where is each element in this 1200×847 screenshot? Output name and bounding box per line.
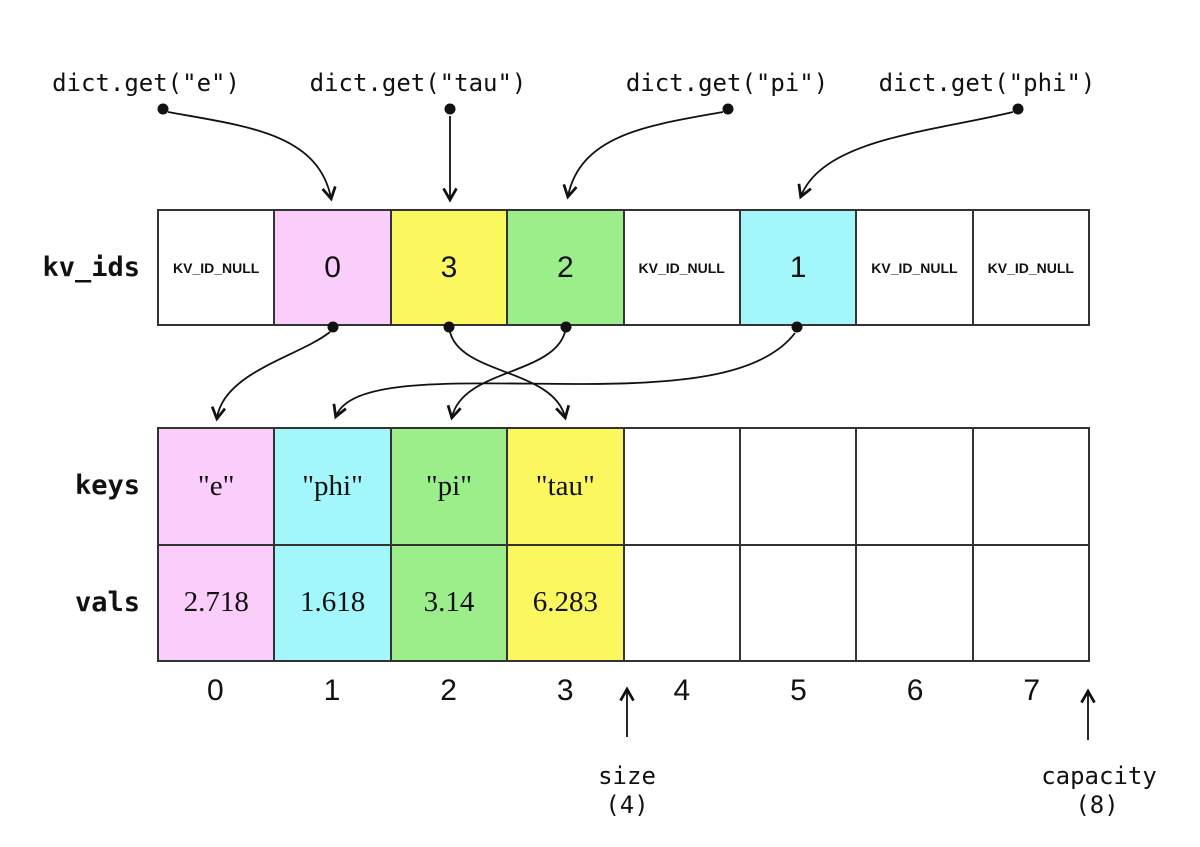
index-label-5: 5 bbox=[790, 674, 807, 707]
vals-cell-0-value: 2.718 bbox=[183, 586, 249, 619]
kv-ids-array: KV_ID_NULL 0 3 2 KV_ID_NULL 1 KV_ID_NULL… bbox=[157, 209, 1090, 326]
kv-ids-cell-2-value: 3 bbox=[440, 250, 458, 284]
keys-cell-2: "pi" bbox=[389, 429, 507, 544]
kv-ids-cell-0: KV_ID_NULL bbox=[159, 211, 274, 324]
kv-ids-cell-3: 2 bbox=[506, 211, 623, 324]
vals-cell-1: 1.618 bbox=[273, 545, 390, 660]
arrow-get-pi-to-slot-3 bbox=[562, 111, 724, 200]
index-label-2: 2 bbox=[440, 674, 457, 707]
dot-get-tau bbox=[444, 103, 456, 115]
vals-row: 2.718 1.618 3.14 6.283 bbox=[159, 545, 1088, 660]
keys-cell-3-value: "tau" bbox=[535, 469, 595, 502]
size-label: size bbox=[598, 762, 656, 790]
arrow-get-e-to-slot-1 bbox=[167, 111, 337, 202]
dot-get-phi bbox=[1012, 103, 1024, 115]
index-row: 0 1 2 3 4 5 6 7 bbox=[157, 674, 1090, 708]
call-label-get-pi: dict.get("pi") bbox=[625, 69, 829, 97]
keys-cell-3: "tau" bbox=[506, 429, 623, 544]
capacity-label: capacity bbox=[1041, 762, 1157, 790]
vals-cell-1-value: 1.618 bbox=[299, 586, 366, 619]
vals-cell-5 bbox=[738, 545, 856, 660]
dot-get-e bbox=[157, 103, 169, 115]
keys-cell-1: "phi" bbox=[273, 429, 390, 544]
keys-cell-7 bbox=[971, 429, 1088, 544]
arrow-kvid-1-to-key-1 bbox=[332, 332, 796, 420]
kv-ids-cell-7-value: KV_ID_NULL bbox=[987, 259, 1074, 276]
size-value: (4) bbox=[605, 791, 649, 819]
capacity-value: (8) bbox=[1075, 791, 1119, 819]
keys-row: "e" "phi" "pi" "tau" bbox=[159, 429, 1088, 546]
kv-ids-cell-5-value: 1 bbox=[789, 250, 807, 284]
vals-cell-3: 6.283 bbox=[506, 545, 623, 660]
kv-ids-cell-7: KV_ID_NULL bbox=[971, 211, 1088, 324]
keys-cell-6 bbox=[855, 429, 972, 544]
kv-ids-cell-3-value: 2 bbox=[556, 250, 574, 284]
vals-cell-2: 3.14 bbox=[389, 545, 507, 660]
vals-cell-6 bbox=[855, 545, 972, 660]
vals-row-label: vals bbox=[74, 587, 140, 618]
vals-cell-2-value: 3.14 bbox=[423, 586, 475, 619]
keys-cell-0: "e" bbox=[159, 429, 274, 544]
call-label-get-tau: dict.get("tau") bbox=[309, 69, 527, 97]
index-label-6: 6 bbox=[906, 674, 924, 707]
index-label-4: 4 bbox=[673, 674, 691, 707]
arrow-kvid-2-to-key-2 bbox=[446, 331, 566, 421]
keys-row-label: keys bbox=[74, 470, 140, 501]
keys-cell-0-value: "e" bbox=[197, 469, 235, 502]
index-label-0: 0 bbox=[206, 674, 224, 707]
vals-cell-7 bbox=[971, 545, 1088, 660]
kv-ids-cell-5: 1 bbox=[738, 211, 856, 324]
vals-cell-0: 2.718 bbox=[159, 545, 274, 660]
index-label-3: 3 bbox=[556, 674, 574, 707]
vals-cell-3-value: 6.283 bbox=[532, 586, 598, 619]
vals-cell-4 bbox=[622, 545, 739, 660]
call-label-get-e: dict.get("e") bbox=[52, 69, 240, 97]
kv-ids-cell-2: 3 bbox=[389, 211, 507, 324]
keys-cell-5 bbox=[738, 429, 856, 544]
kv-ids-cell-0-value: KV_ID_NULL bbox=[173, 259, 260, 276]
index-label-7: 7 bbox=[1023, 674, 1041, 707]
dot-get-pi bbox=[722, 103, 734, 115]
kv-ids-cell-1: 0 bbox=[273, 211, 390, 324]
kv-ids-row-label: kv_ids bbox=[42, 252, 140, 283]
keys-cell-2-value: "pi" bbox=[425, 469, 473, 502]
arrow-get-phi-to-slot-5 bbox=[797, 111, 1014, 200]
keys-vals-table: "e" "phi" "pi" "tau" 2.718 1.618 3.14 6.… bbox=[157, 427, 1090, 662]
arrow-kvid-0-to-key-0 bbox=[210, 331, 331, 422]
kv-ids-cell-4: KV_ID_NULL bbox=[622, 211, 739, 324]
kv-ids-cell-1-value: 0 bbox=[324, 250, 341, 284]
keys-cell-4 bbox=[622, 429, 739, 544]
kv-ids-cell-4-value: KV_ID_NULL bbox=[638, 259, 725, 276]
keys-cell-1-value: "phi" bbox=[302, 469, 363, 502]
kv-ids-cell-6-value: KV_ID_NULL bbox=[871, 259, 958, 276]
kv-ids-cell-6: KV_ID_NULL bbox=[855, 211, 972, 324]
arrow-kvid-3-to-key-3 bbox=[449, 331, 571, 421]
index-label-1: 1 bbox=[323, 674, 341, 707]
call-label-get-phi: dict.get("phi") bbox=[878, 69, 1096, 97]
